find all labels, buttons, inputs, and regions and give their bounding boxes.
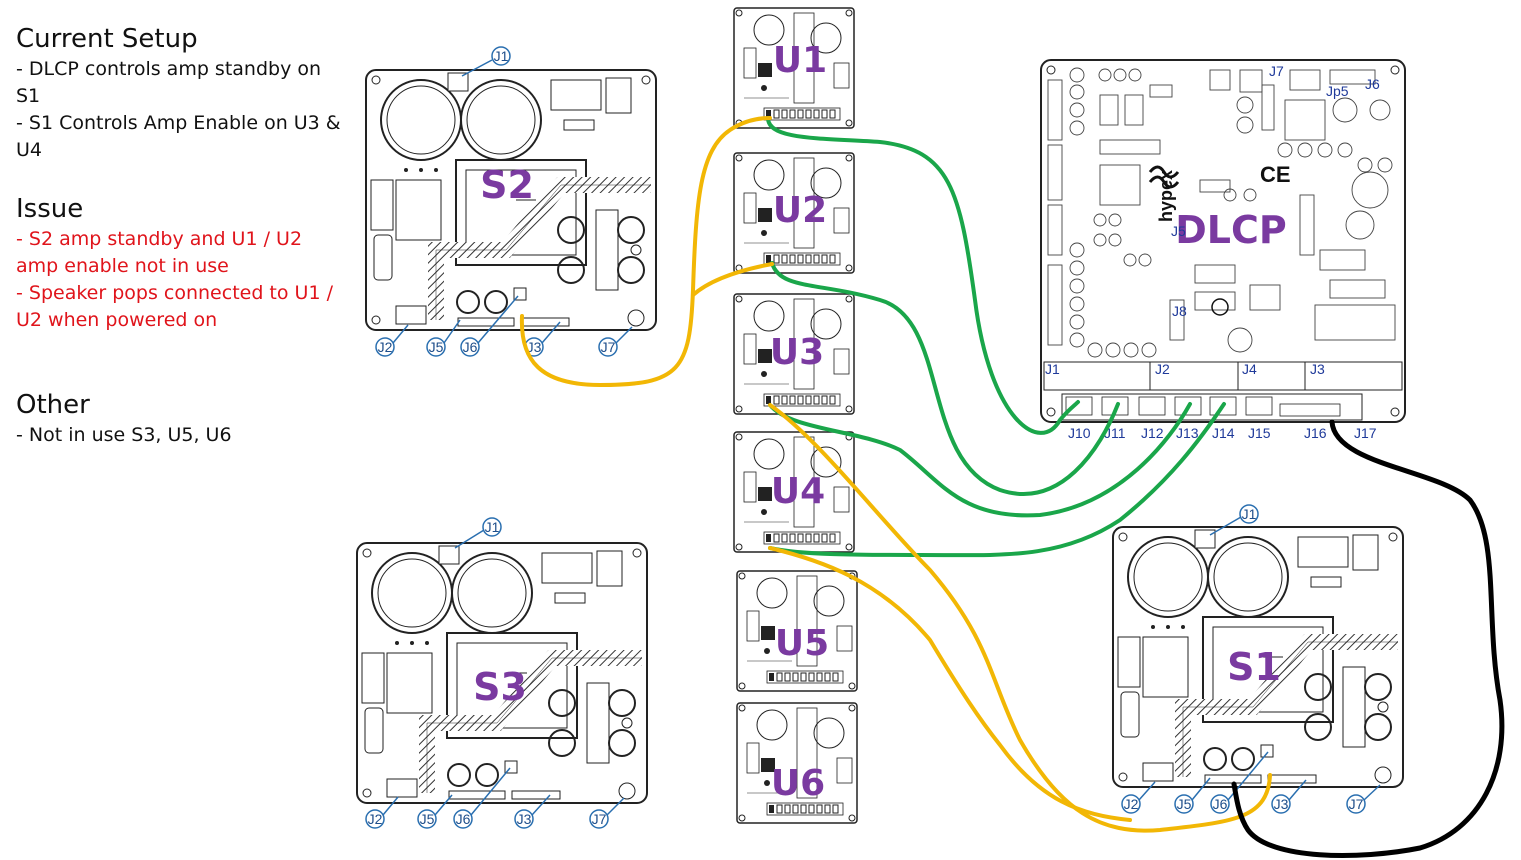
current-setup-section: Current Setup - DLCP controls amp standb…	[16, 22, 346, 164]
wire-u4-to-j14	[768, 402, 1226, 558]
psu-board-s3: S3	[357, 543, 647, 803]
wire-u1-to-j10	[766, 116, 1080, 435]
dlcp-brand-text: hypex	[1156, 170, 1176, 222]
s1-callout-j2: J2	[1124, 796, 1139, 812]
wire-s1-to-u3	[768, 403, 1272, 833]
board-label-s2: S2	[480, 163, 534, 207]
dlcp-conn-j14: J14	[1212, 425, 1235, 441]
dlcp-conn-j4: J4	[1242, 361, 1257, 377]
wire-s1-to-u4	[768, 546, 1132, 822]
s3-callout-j5: J5	[420, 811, 435, 827]
dlcp-connector-labels: J1 J2 J4 J3 J10 J11 J12 J13 J14 J15 J16 …	[1045, 63, 1380, 441]
dlcp-conn-j3: J3	[1310, 361, 1325, 377]
psu-board-s1: S1	[1113, 527, 1403, 787]
dlcp-conn-jp5: Jp5	[1326, 83, 1349, 99]
wire-u2-branch	[691, 262, 774, 297]
current-setup-heading: Current Setup	[16, 24, 198, 54]
s1-callout-j7: J7	[1349, 796, 1364, 812]
dlcp-conn-j10: J10	[1068, 425, 1091, 441]
ce-mark: CE	[1260, 162, 1291, 187]
dlcp-conn-j8: J8	[1172, 303, 1187, 319]
dlcp-conn-j5: J5	[1171, 223, 1186, 239]
dlcp-conn-j13: J13	[1176, 425, 1199, 441]
amp-module-u2: U2	[733, 152, 855, 274]
board-label-u5: U5	[775, 623, 829, 664]
issue-heading: Issue	[16, 194, 84, 224]
issue-line-2: - Speaker pops connected to U1 / U2 when…	[16, 282, 333, 331]
s3-callout-j1: J1	[485, 519, 500, 535]
s2-callout-j6: J6	[463, 339, 478, 355]
other-line-1: - Not in use S3, U5, U6	[16, 424, 232, 446]
amp-module-u5: U5	[736, 570, 858, 692]
board-label-dlcp: DLCP	[1175, 208, 1287, 252]
psu-board-s2: S2	[366, 70, 656, 330]
s3-callout-j3: J3	[517, 811, 532, 827]
dlcp-conn-j15: J15	[1248, 425, 1271, 441]
dlcp-board: hypex CE DLCP	[1040, 59, 1406, 423]
wire-s2-to-u1	[519, 116, 772, 388]
s2-callout-j7: J7	[601, 339, 616, 355]
amp-module-u6: U6	[736, 702, 858, 824]
amp-module-u4: U4	[733, 431, 855, 553]
dlcp-conn-j16: J16	[1304, 425, 1327, 441]
other-section: Other - Not in use S3, U5, U6	[16, 388, 346, 449]
board-label-u3: U3	[770, 332, 824, 373]
board-label-s1: S1	[1227, 645, 1281, 689]
amp-module-u3: U3	[733, 293, 855, 415]
issue-line-1: - S2 amp standby and U1 / U2 amp enable …	[16, 228, 303, 277]
current-setup-line-2: - S1 Controls Amp Enable on U3 & U4	[16, 112, 341, 161]
s3-callout-j6: J6	[456, 811, 471, 827]
wire-u3-to-j13	[768, 402, 1192, 518]
issue-section: Issue - S2 amp standby and U1 / U2 amp e…	[16, 192, 346, 334]
board-label-u6: U6	[771, 763, 825, 804]
dlcp-conn-j6: J6	[1365, 76, 1380, 92]
black-standby-wire	[1231, 419, 1505, 858]
s2-callout-j2: J2	[378, 339, 393, 355]
amp-module-u1: U1	[733, 7, 855, 129]
s1-callout-j1: J1	[1242, 506, 1257, 522]
s2-callouts: J1 J2 J5 J6 J3 J7	[375, 46, 633, 357]
dlcp-conn-j7: J7	[1269, 63, 1284, 79]
s3-callouts: J1 J2 J5 J6 J3 J7	[365, 517, 625, 829]
s1-callout-j3: J3	[1274, 796, 1289, 812]
s2-callout-j5: J5	[429, 339, 444, 355]
s1-callout-j6: J6	[1213, 796, 1228, 812]
dlcp-conn-j2: J2	[1155, 361, 1170, 377]
board-label-u2: U2	[773, 190, 827, 231]
dlcp-conn-j1: J1	[1045, 361, 1060, 377]
recycle-icon	[1211, 298, 1229, 316]
dlcp-conn-j11: J11	[1104, 425, 1126, 441]
board-label-u4: U4	[771, 471, 825, 512]
s1-callout-j5: J5	[1177, 796, 1192, 812]
green-signal-wires	[766, 116, 1226, 558]
s3-callout-j7: J7	[592, 811, 607, 827]
dlcp-conn-j12: J12	[1141, 425, 1164, 441]
current-setup-line-1: - DLCP controls amp standby on S1	[16, 58, 322, 107]
yellow-enable-wires	[519, 116, 1272, 833]
s2-callout-j1: J1	[494, 48, 509, 64]
board-label-u1: U1	[773, 40, 827, 81]
dlcp-conn-j17: J17	[1354, 425, 1377, 441]
s2-callout-j3: J3	[527, 339, 542, 355]
board-label-s3: S3	[473, 665, 527, 709]
other-heading: Other	[16, 390, 90, 420]
wire-u2-to-j11	[770, 261, 1120, 496]
s3-callout-j2: J2	[368, 811, 383, 827]
